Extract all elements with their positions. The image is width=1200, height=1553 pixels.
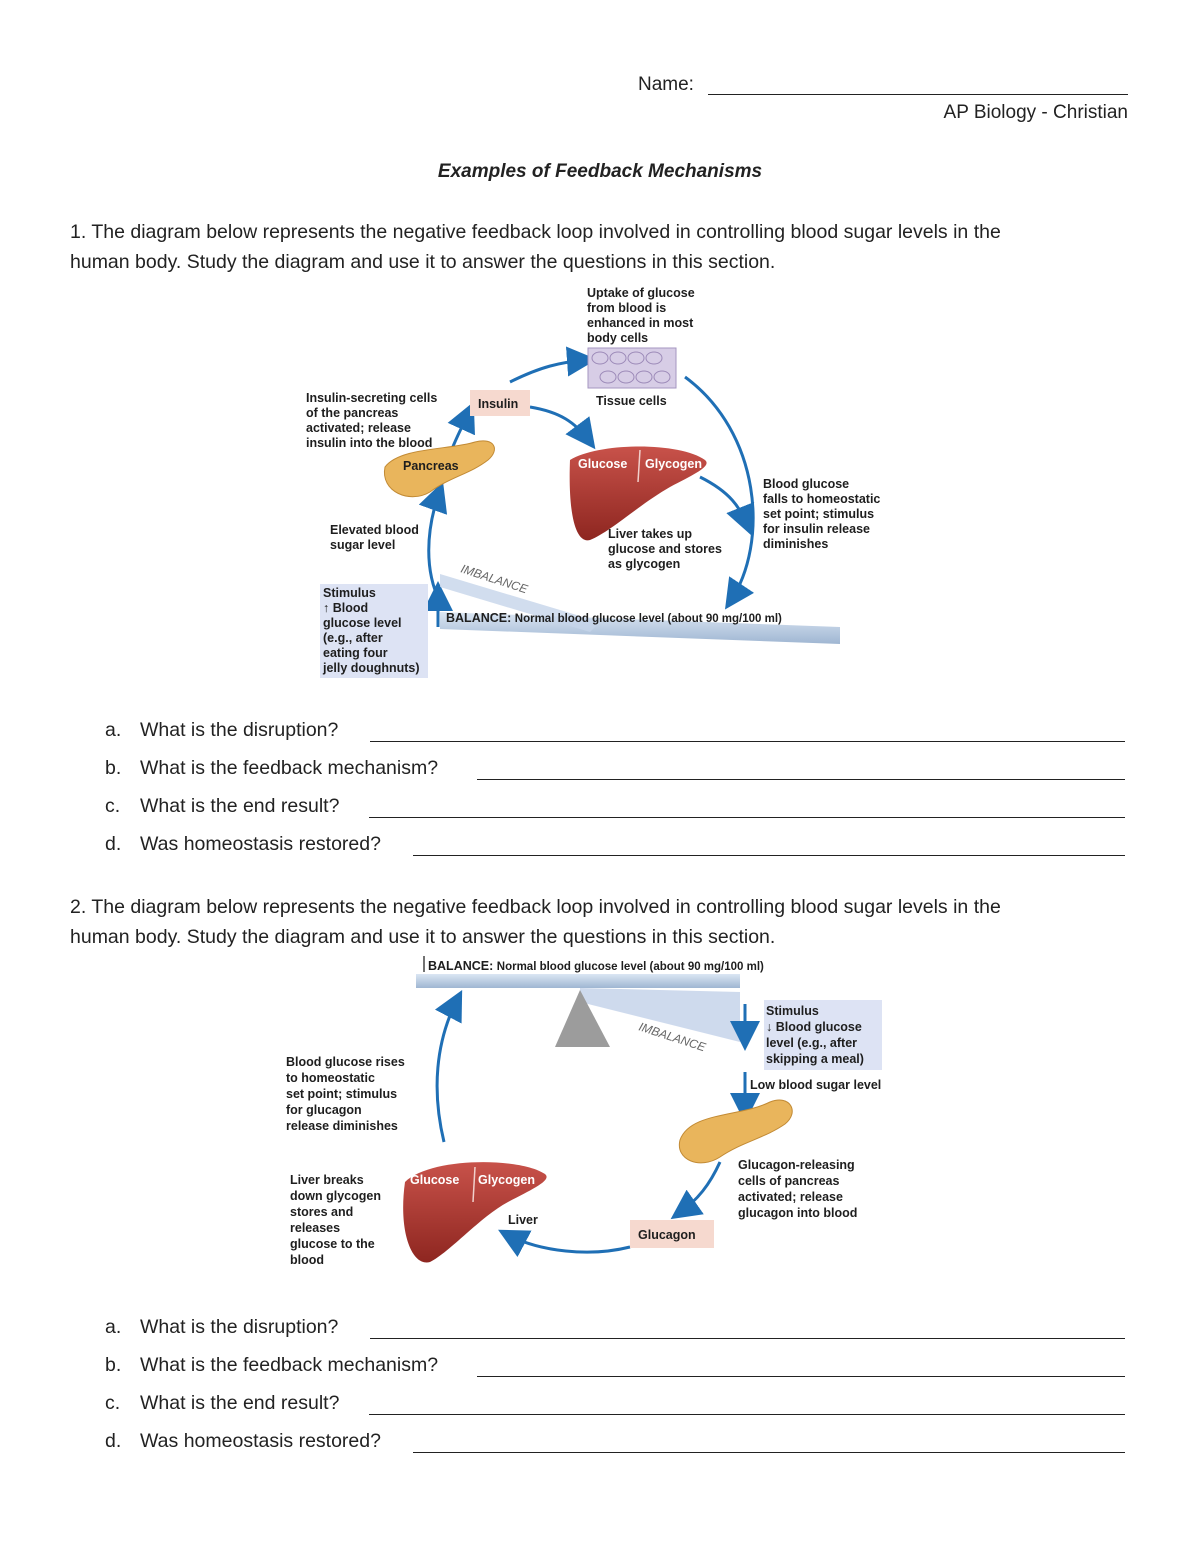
- glucose-label: Glucose: [578, 457, 627, 471]
- glucagon-feedback-diagram: BALANCE: Normal blood glucose level (abo…: [286, 956, 882, 1267]
- question-text: Was homeostasis restored?: [140, 833, 381, 855]
- question-1c: c. What is the end result?: [105, 795, 1125, 825]
- fulcrum: [555, 990, 610, 1047]
- liver-image: [403, 1162, 547, 1263]
- question-letter: a.: [105, 719, 122, 741]
- name-label: Name:: [638, 74, 694, 95]
- answer-line[interactable]: [477, 1376, 1125, 1377]
- question-letter: d.: [105, 833, 122, 855]
- answer-line[interactable]: [477, 779, 1125, 780]
- pancreas-image: [678, 1099, 793, 1164]
- arrow-insulin-to-liver: [529, 405, 596, 450]
- question-text: What is the disruption?: [140, 719, 339, 741]
- question-letter: a.: [105, 1316, 122, 1338]
- question-letter: b.: [105, 1354, 122, 1376]
- imbalance-beam: [440, 574, 600, 632]
- name-row: Name:: [638, 74, 1128, 98]
- answer-line[interactable]: [369, 817, 1125, 818]
- glucagon-box: [630, 1220, 714, 1248]
- balance-beam: [440, 612, 840, 644]
- section2-intro-line2: human body. Study the diagram and use it…: [70, 926, 776, 948]
- question-2a: a. What is the disruption?: [105, 1316, 1125, 1346]
- imbalance-beam: [580, 988, 740, 1042]
- answer-line[interactable]: [413, 855, 1125, 856]
- arrow-liver-to-balance: [699, 475, 755, 536]
- insulin-box: [470, 390, 530, 416]
- arrow-glucagon-to-liver: [498, 1229, 631, 1258]
- question-text: What is the end result?: [140, 1392, 340, 1414]
- balance-label: BALANCE: Normal blood glucose level (abo…: [446, 611, 782, 625]
- arrow-insulin-to-tissue: [509, 346, 597, 384]
- liver-image: [569, 446, 707, 541]
- section2-intro-line1: 2. The diagram below represents the nega…: [70, 896, 1001, 918]
- tissue-cells-image: [587, 347, 677, 389]
- balance-label: BALANCE: Normal blood glucose level (abo…: [428, 959, 764, 973]
- tissue-cells-label: Tissue cells: [596, 394, 667, 408]
- arrow-liver-to-balance: [434, 990, 463, 1143]
- answer-line[interactable]: [370, 1338, 1125, 1339]
- question-letter: c.: [105, 795, 121, 817]
- question-1b: b. What is the feedback mechanism?: [105, 757, 1125, 787]
- question-2b: b. What is the feedback mechanism?: [105, 1354, 1125, 1384]
- glycogen-label: Glycogen: [645, 457, 702, 471]
- liver-label: Liver: [508, 1213, 538, 1227]
- question-1d: d. Was homeostasis restored?: [105, 833, 1125, 863]
- pancreas-label: Pancreas: [403, 459, 459, 473]
- name-blank-line: [708, 94, 1128, 95]
- answer-line[interactable]: [370, 741, 1125, 742]
- glycogen-label: Glycogen: [478, 1173, 535, 1187]
- low-sugar-label: Low blood sugar level: [750, 1078, 881, 1092]
- question-2c: c. What is the end result?: [105, 1392, 1125, 1422]
- question-letter: c.: [105, 1392, 121, 1414]
- glucose-label: Glucose: [410, 1173, 459, 1187]
- section1-intro-line2: human body. Study the diagram and use it…: [70, 251, 776, 273]
- glucagon-label: Glucagon: [638, 1228, 696, 1242]
- section1-intro: 1. The diagram below represents the nega…: [70, 217, 1140, 277]
- question-2d: d. Was homeostasis restored?: [105, 1430, 1125, 1460]
- arrow-tissue-to-balance: [684, 375, 755, 610]
- question-letter: d.: [105, 1430, 122, 1452]
- answer-line[interactable]: [369, 1414, 1125, 1415]
- question-text: What is the end result?: [140, 795, 340, 817]
- question-text: Was homeostasis restored?: [140, 1430, 381, 1452]
- pancreas-image: [384, 440, 495, 498]
- answer-line[interactable]: [413, 1452, 1125, 1453]
- worksheet-title: Examples of Feedback Mechanisms: [437, 161, 763, 182]
- question-text: What is the feedback mechanism?: [140, 757, 439, 779]
- arrow-elevated-to-pancreas: [418, 481, 448, 603]
- question-letter: b.: [105, 757, 122, 779]
- question-1a: a. What is the disruption?: [105, 719, 1125, 749]
- arrow-pancreas-to-glucagon: [670, 1161, 722, 1220]
- balance-beam: [416, 974, 740, 988]
- section2-intro: 2. The diagram below represents the nega…: [70, 892, 1140, 952]
- question-text: What is the feedback mechanism?: [140, 1354, 439, 1376]
- course-label: AP Biology - Christian: [943, 102, 1128, 123]
- insulin-label: Insulin: [478, 397, 518, 411]
- question-text: What is the disruption?: [140, 1316, 339, 1338]
- section1-intro-line1: 1. The diagram below represents the nega…: [70, 221, 1001, 243]
